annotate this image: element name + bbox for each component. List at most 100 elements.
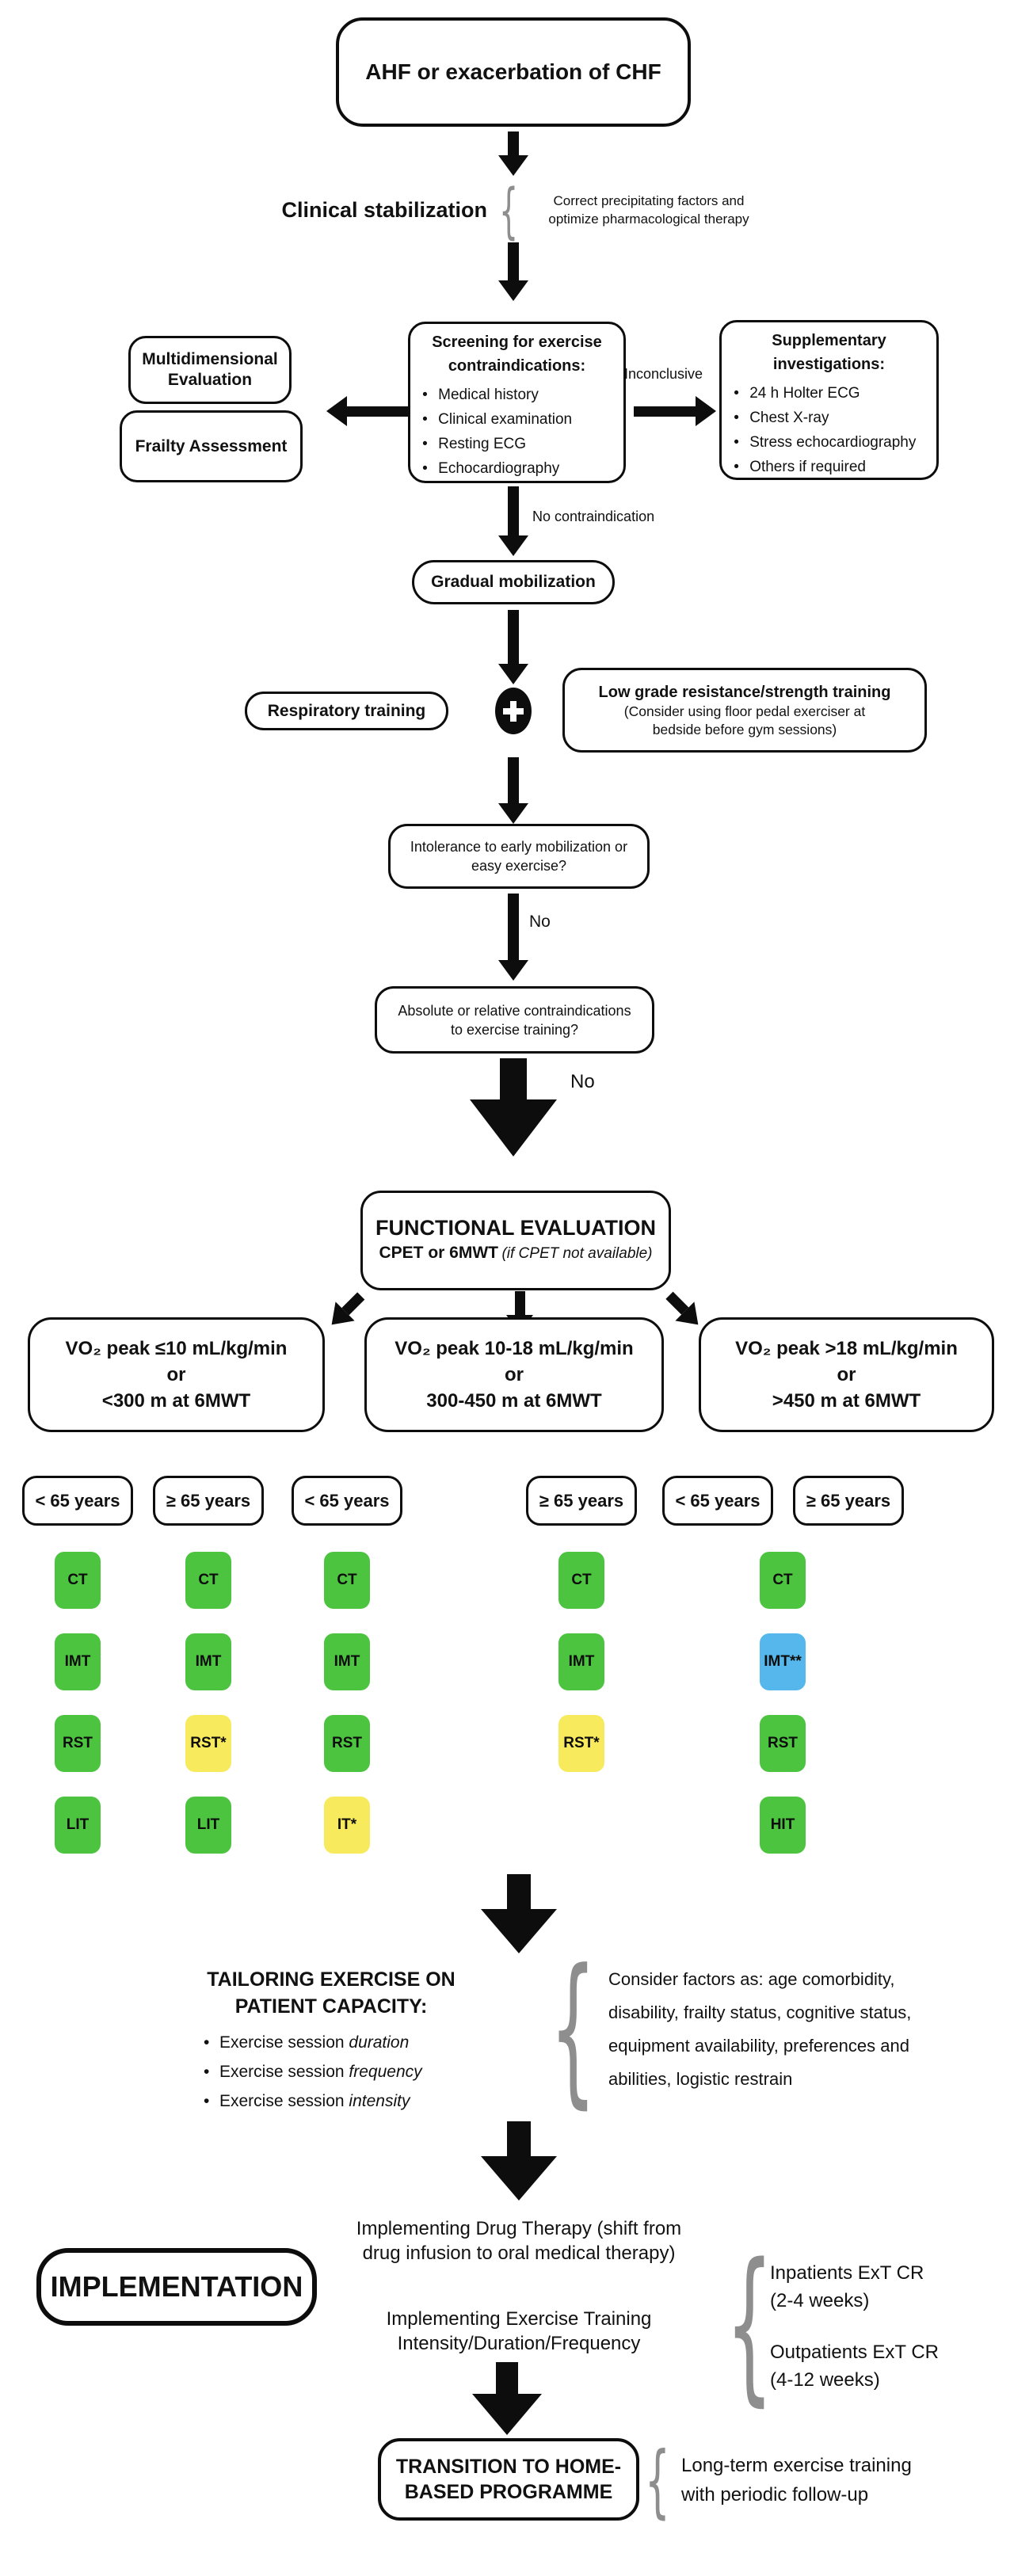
ahf-start-label: AHF or exacerbation of CHF	[365, 59, 661, 84]
training-chip: RST	[324, 1715, 370, 1772]
inconclusive-label: Inconclusive	[624, 366, 703, 382]
tailoring-brace	[550, 1949, 597, 2111]
age-header-label: < 65 years	[304, 1490, 390, 1511]
age-header-3: < 65 years	[292, 1476, 402, 1526]
tailoring-bullets: Exercise session durationExercise sessio…	[200, 2028, 422, 2116]
implementation-brace	[726, 2242, 773, 2408]
age-header-5: < 65 years	[662, 1476, 773, 1526]
bullet-item: Exercise session intensity	[200, 2086, 422, 2116]
low-grade-note: (Consider using floor pedal exerciser at…	[623, 703, 866, 737]
age-header-label: < 65 years	[35, 1490, 120, 1511]
big-arrow-to-tailoring	[481, 1874, 557, 1953]
bullet-item: Resting ECG	[419, 432, 615, 456]
consider-note: Consider factors as: age comorbidity,dis…	[608, 1969, 912, 2089]
implementation-box: IMPLEMENTATION	[36, 2248, 317, 2326]
respiratory-training-label: Respiratory training	[267, 701, 426, 720]
respiratory-training-box: Respiratory training	[245, 692, 448, 730]
training-chip: RST*	[558, 1715, 604, 1772]
training-chip: RST*	[185, 1715, 231, 1772]
transition-brace	[645, 2441, 670, 2521]
age-header-label: ≥ 65 years	[539, 1490, 624, 1511]
big-arrow-to-functional	[470, 1058, 557, 1157]
outpatients-note: Outpatients ExT CR(4-12 weeks)	[770, 2342, 939, 2391]
age-header-1: < 65 years	[22, 1476, 133, 1526]
no-label-2: No	[570, 1071, 595, 1092]
arrow-ahf-to-stabilization	[498, 131, 528, 176]
ahf-start-box: AHF or exacerbation of CHF	[336, 17, 691, 127]
training-chip: CT	[558, 1552, 604, 1609]
age-header-label: ≥ 65 years	[166, 1490, 251, 1511]
arrow-training-to-intolerance	[498, 757, 528, 824]
age-header-label: ≥ 65 years	[806, 1490, 891, 1511]
functional-evaluation-box: FUNCTIONAL EVALUATION CPET or 6MWT (if C…	[360, 1191, 671, 1290]
big-arrow-to-implementation	[481, 2121, 557, 2201]
low-grade-title: Low grade resistance/strength training	[598, 683, 891, 701]
implementation-label: IMPLEMENTATION	[50, 2270, 303, 2303]
functional-subtitle-bold: CPET or 6MWT	[379, 1244, 498, 1262]
training-chip: RST	[55, 1715, 101, 1772]
training-chip: RST	[760, 1715, 806, 1772]
arrow-screening-to-gradual	[498, 486, 528, 556]
clinical-stabilization-label: Clinical stabilization	[281, 198, 487, 222]
age-header-4: ≥ 65 years	[526, 1476, 637, 1526]
arrow-functional-right	[660, 1286, 708, 1335]
training-chip: CT	[324, 1552, 370, 1609]
bullet-item: Others if required	[730, 455, 928, 479]
big-arrow-to-transition	[472, 2362, 542, 2435]
supplementary-items: 24 h Holter ECGChest X-rayStress echocar…	[730, 381, 928, 479]
gradual-mobilization-label: Gradual mobilization	[431, 573, 596, 591]
arrow-gradual-to-training	[498, 610, 528, 684]
training-chip: IMT	[558, 1633, 604, 1690]
arrow-stabilization-to-screening	[498, 242, 528, 301]
training-chip: IMT	[55, 1633, 101, 1690]
plus-icon	[495, 688, 532, 734]
functional-subtitle-italic: (if CPET not available)	[501, 1245, 653, 1262]
bullet-item: Echocardiography	[419, 456, 615, 481]
training-chip: IMT	[324, 1633, 370, 1690]
transition-box: TRANSITION TO HOME-BASED PROGRAMME	[378, 2438, 639, 2521]
stabilization-brace	[499, 181, 518, 241]
gradual-mobilization-box: Gradual mobilization	[412, 560, 615, 604]
functional-evaluation-subtitle: CPET or 6MWT (if CPET not available)	[379, 1241, 652, 1267]
frailty-assessment-label: Frailty Assessment	[135, 436, 288, 455]
training-chip: IMT	[185, 1633, 231, 1690]
frailty-assessment-box: Frailty Assessment	[120, 410, 303, 482]
bullet-item: Stress echocardiography	[730, 430, 928, 455]
bullet-item: 24 h Holter ECG	[730, 381, 928, 406]
training-chip: LIT	[185, 1797, 231, 1854]
screening-items: Medical historyClinical examinationResti…	[419, 383, 615, 481]
arrow-screening-to-evaluation	[326, 396, 409, 426]
bullet-item: Medical history	[419, 383, 615, 407]
age-header-2: ≥ 65 years	[153, 1476, 264, 1526]
training-chip: CT	[760, 1552, 806, 1609]
bullet-item: Clinical examination	[419, 407, 615, 432]
training-column: CT IMT RST*	[558, 1552, 604, 1797]
arrow-intolerance-to-contraindications	[498, 894, 528, 981]
low-grade-box: Low grade resistance/strength training (…	[562, 668, 927, 753]
arrow-functional-left	[322, 1286, 371, 1335]
no-contraindication-label: No contraindication	[532, 509, 655, 524]
functional-evaluation-title: FUNCTIONAL EVALUATION	[375, 1216, 656, 1240]
bullet-item: Exercise session duration	[200, 2028, 422, 2057]
arrow-screening-to-supplementary	[634, 396, 716, 426]
training-chip: IT*	[324, 1797, 370, 1854]
training-chip: IMT**	[760, 1633, 806, 1690]
bullet-item: Exercise session frequency	[200, 2057, 422, 2086]
